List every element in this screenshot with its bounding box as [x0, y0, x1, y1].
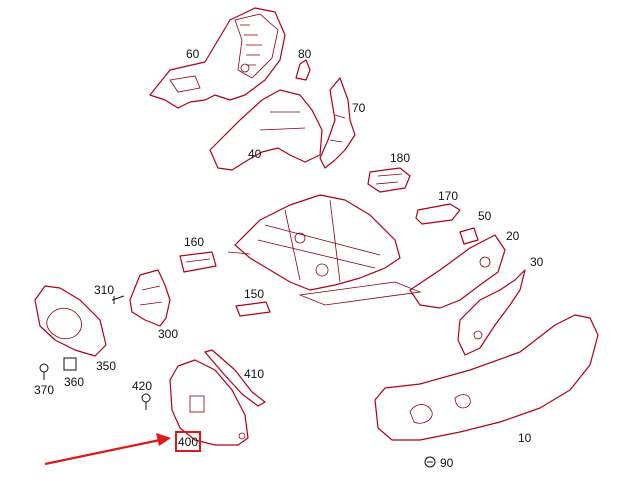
label-400: 400	[178, 435, 198, 449]
part-20-30-shape	[409, 234, 526, 356]
part-350-shape	[34, 285, 107, 357]
part-60-shape	[149, 7, 286, 109]
part-150-shape	[235, 301, 271, 317]
part-70-shape	[319, 77, 356, 169]
label-30: 30	[530, 255, 544, 269]
label-10: 10	[518, 431, 532, 445]
label-170: 170	[438, 189, 458, 203]
label-80: 80	[298, 47, 312, 61]
part-300-shape	[129, 269, 171, 327]
label-300: 300	[158, 327, 178, 341]
label-60: 60	[186, 47, 200, 61]
label-350: 350	[96, 359, 116, 373]
part-310-shape	[111, 295, 125, 304]
label-150: 150	[244, 287, 264, 301]
label-40: 40	[248, 147, 262, 161]
part-400-shape	[169, 359, 249, 446]
part-40-shape	[209, 89, 323, 171]
label-50: 50	[478, 209, 492, 223]
part-160-shape	[179, 251, 217, 273]
part-90-shape	[424, 456, 436, 468]
label-370: 370	[34, 383, 54, 397]
highlight-box-400	[175, 431, 201, 452]
label-70: 70	[352, 101, 366, 115]
part-180-shape	[367, 167, 411, 193]
part-170-shape	[415, 203, 461, 225]
label-420: 420	[132, 379, 152, 393]
seat-frame-shape	[227, 194, 422, 306]
part-50-shape	[459, 227, 479, 245]
part-420-shape	[141, 393, 151, 410]
label-160: 160	[184, 235, 204, 249]
part-360-shape	[63, 357, 77, 371]
label-410: 410	[244, 367, 264, 381]
pointer-arrow	[44, 433, 171, 466]
part-410-shape	[204, 349, 266, 407]
label-360: 360	[64, 375, 84, 389]
label-90: 90	[440, 456, 454, 470]
part-10-shape	[374, 314, 599, 441]
label-310: 310	[94, 283, 114, 297]
part-370-shape	[39, 363, 49, 380]
label-180: 180	[390, 151, 410, 165]
part-80-shape	[295, 59, 311, 81]
label-20: 20	[506, 229, 520, 243]
